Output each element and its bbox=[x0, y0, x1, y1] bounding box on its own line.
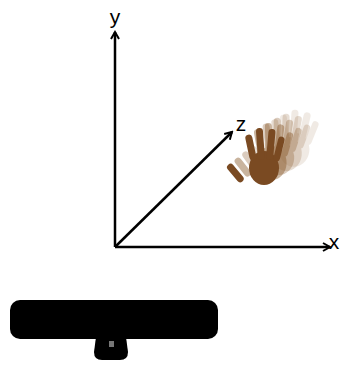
x-axis bbox=[115, 247, 330, 248]
axis-label: z bbox=[236, 113, 247, 134]
y-axis bbox=[115, 32, 116, 247]
axis-label: x bbox=[329, 231, 340, 252]
moving-hand bbox=[226, 105, 321, 185]
z-axis bbox=[115, 132, 232, 247]
sensor-device bbox=[10, 300, 218, 360]
axis-label: y bbox=[110, 6, 121, 27]
